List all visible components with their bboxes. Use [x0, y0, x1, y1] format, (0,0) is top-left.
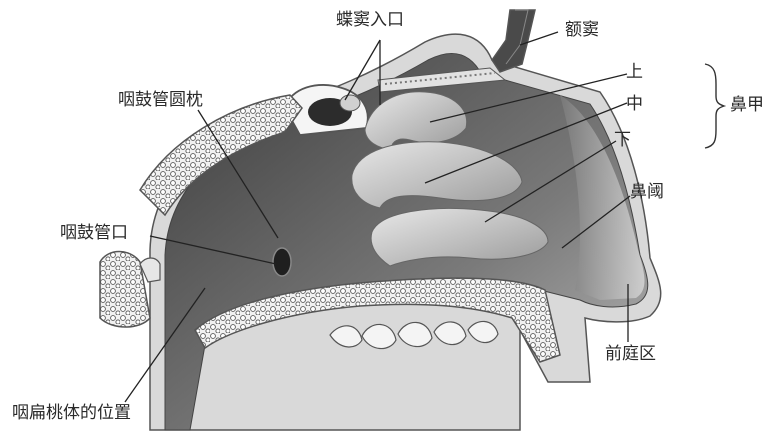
eustachian-orifice-opening [273, 248, 291, 276]
conchae-bracket [705, 64, 724, 148]
label-inferior-turbinate: 下 [614, 132, 631, 149]
label-torus-tubarius: 咽鼓管圆枕 [118, 92, 203, 109]
label-superior-turbinate: 上 [626, 64, 643, 81]
label-eustachian-orifice: 咽鼓管口 [60, 225, 128, 242]
label-frontal-sinus: 额窦 [565, 22, 599, 39]
label-sphenoid-opening: 蝶窦入口 [336, 12, 404, 29]
label-adenoid-position: 咽扁桃体的位置 [12, 405, 131, 422]
label-nasal-limen: 鼻阈 [630, 184, 664, 201]
label-middle-turbinate: 中 [626, 96, 643, 113]
frontal-sinus [492, 10, 535, 72]
label-vestibule: 前庭区 [605, 346, 656, 363]
label-conchae: 鼻甲 [730, 97, 764, 114]
